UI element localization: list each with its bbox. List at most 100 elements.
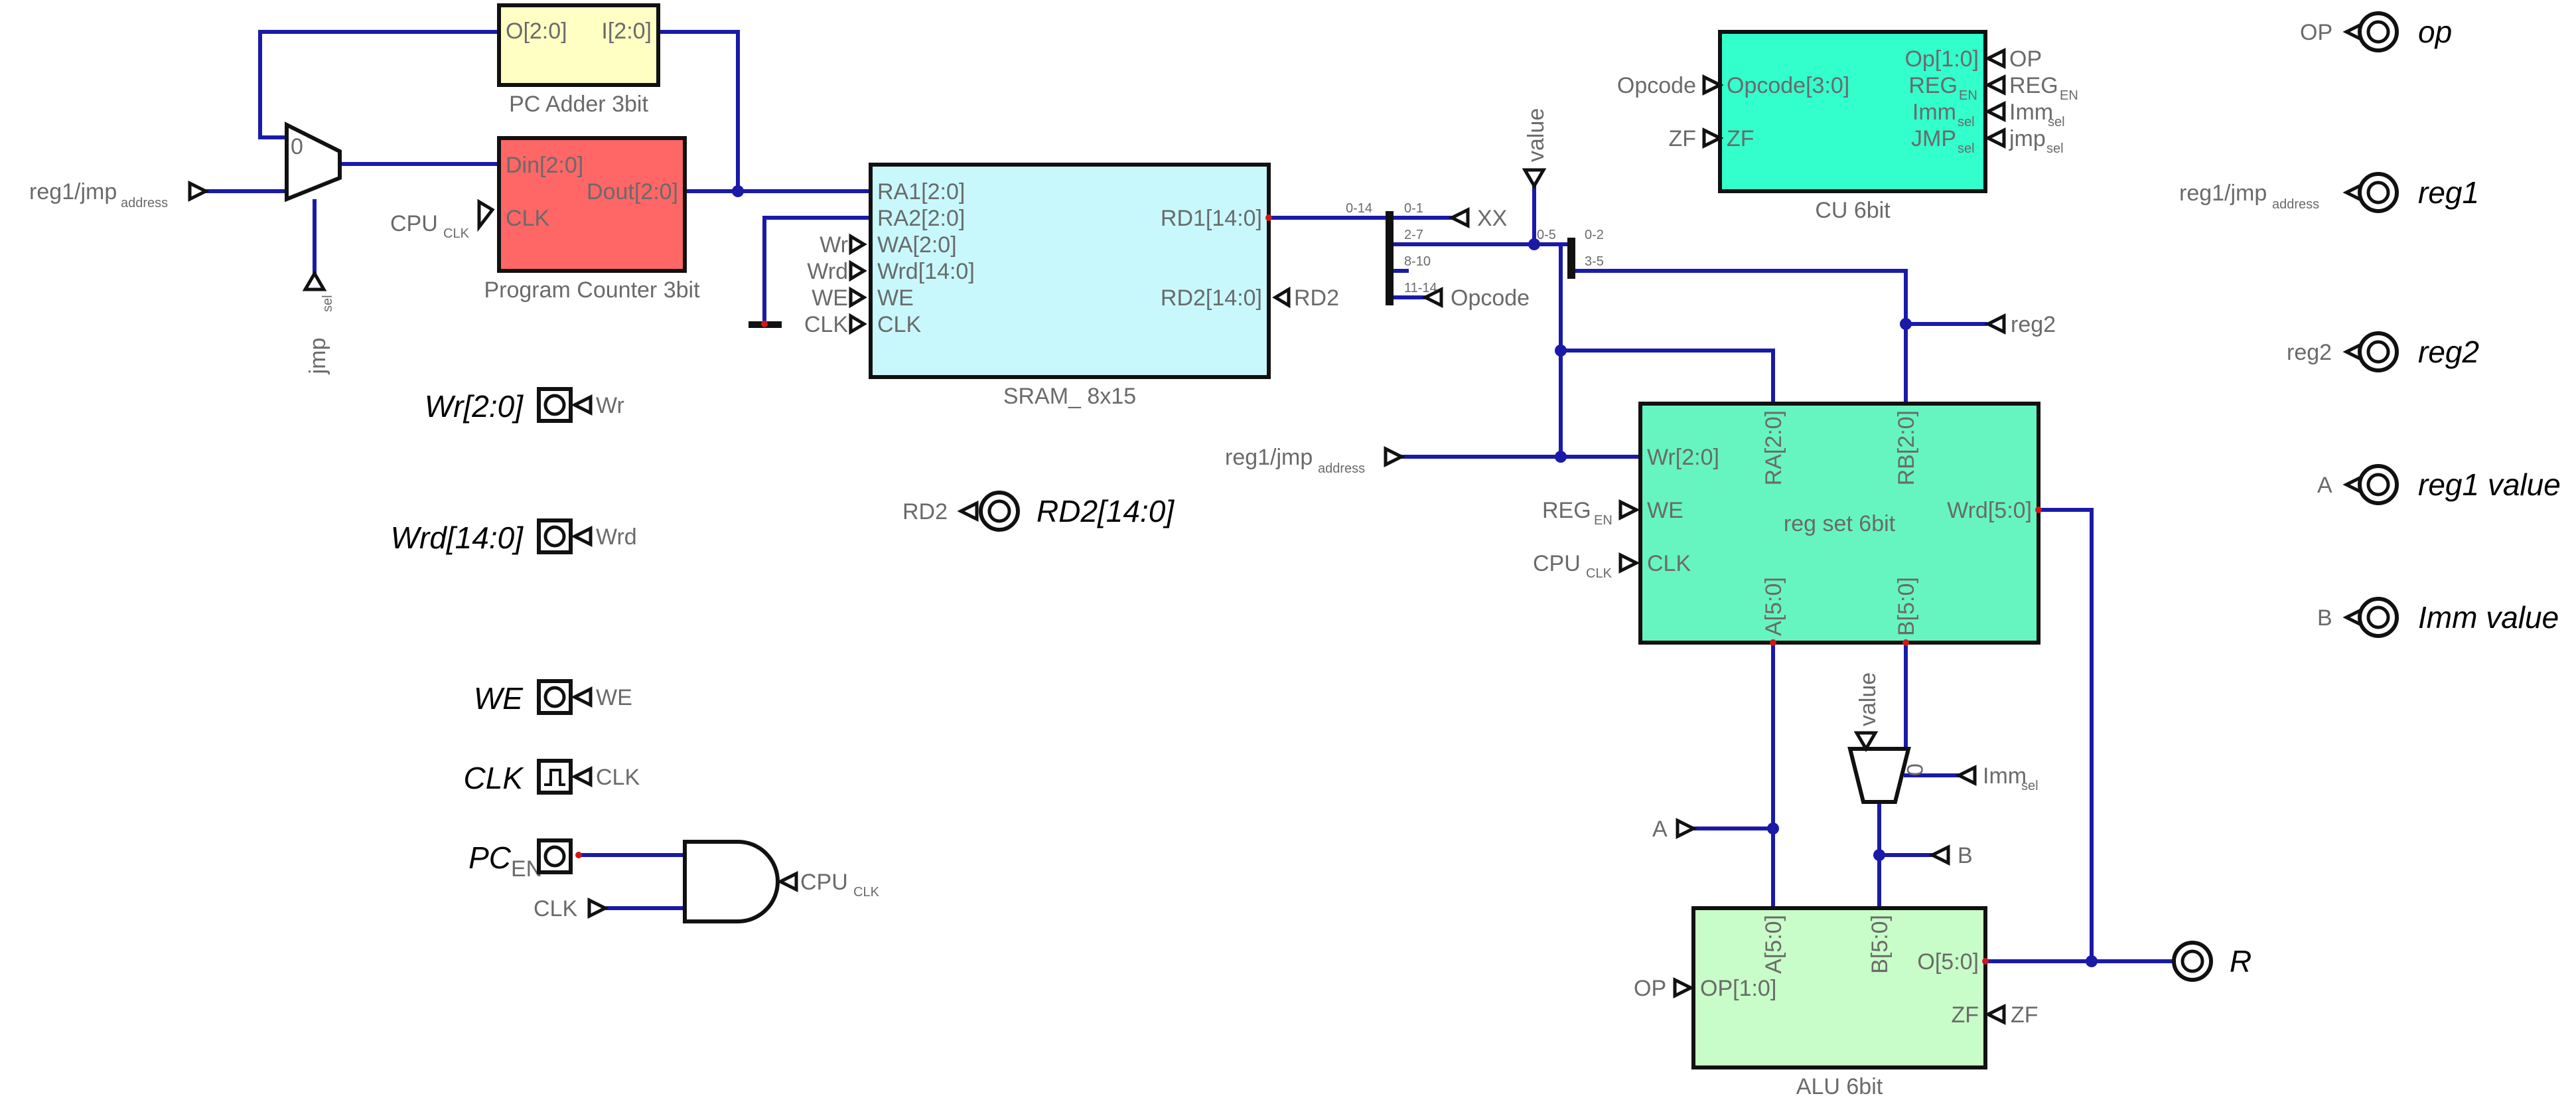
cu-zf-tunnel: ZF — [1668, 126, 1696, 151]
input-wrd-label: Wrd[14:0] — [391, 520, 524, 555]
input-we-label: WE — [474, 681, 524, 716]
sram-we-tunnel: WE — [812, 285, 848, 311]
jmp-sel-tunnel: jmp — [305, 338, 330, 375]
reg-pin-ra: RA[2:0] — [1761, 410, 1786, 485]
cu-imm-tunnel: Imm — [2009, 100, 2053, 125]
sram-pin-clk: CLK — [877, 312, 921, 337]
input-wrd[interactable]: Wrd[14:0] Wrd — [391, 518, 637, 555]
reg-label: reg set 6bit — [1784, 511, 1896, 536]
reg-we-tunnel-sub: EN — [1594, 513, 1612, 528]
jmp-sel-tunnel-sub: sel — [321, 295, 335, 312]
and-out-tunnel-sub: CLK — [853, 885, 880, 900]
output-r[interactable]: R — [2172, 941, 2252, 982]
input-wr[interactable]: Wr[2:0] Wr — [425, 387, 624, 424]
cu-opcode-tunnel: Opcode — [1617, 73, 1696, 98]
output-reg2[interactable]: reg2 reg2 — [2287, 331, 2479, 372]
output-reg1[interactable]: reg1/jmp address reg1 — [2179, 172, 2479, 213]
cu-reg-tunnel-sub: EN — [2060, 88, 2078, 103]
output-imm-value[interactable]: B Imm value — [2317, 597, 2559, 638]
splitter-reg: 0-5 0-2 3-5 — [1537, 228, 1604, 279]
input-wr-label: Wr[2:0] — [425, 389, 524, 424]
output-reg1-value[interactable]: A reg1 value — [2317, 464, 2561, 505]
reg-pin-clk: CLK — [1647, 551, 1691, 576]
cu-reg-tunnel: REG — [2009, 73, 2058, 98]
split-label-a: 0-14 — [1346, 201, 1372, 216]
output-reg2-label: reg2 — [2418, 335, 2479, 369]
split-label-e: 11-14 — [1404, 281, 1437, 295]
xx-tunnel: XX — [1477, 206, 1507, 231]
a-tunnel: A — [1652, 817, 1668, 842]
alu-mux[interactable]: 0 value Imm sel — [1847, 672, 2039, 804]
input-pc-en-label: PC — [468, 840, 512, 875]
cu-label: CU 6bit — [1815, 198, 1891, 223]
alu-mux-value-tunnel: value — [1855, 672, 1881, 726]
output-imm-value-label: Imm value — [2418, 600, 2559, 635]
cu-pin-reg-sub: EN — [1959, 88, 1977, 103]
sram-wrd-tunnel: Wrd — [807, 259, 848, 284]
reg-clk-tunnel: CPU — [1533, 551, 1581, 576]
output-reg1-tunnel-sub: address — [2272, 197, 2319, 212]
reg-set-component[interactable]: Wr[2:0] WE CLK RA[2:0] RB[2:0] A[5:0] B[… — [1533, 402, 2042, 646]
pc-reg1jmp-tunnel-sub: address — [121, 196, 168, 210]
pc-pin-dout: Dout[2:0] — [587, 179, 678, 204]
input-we[interactable]: WE WE — [474, 679, 632, 716]
output-reg1-value-label: reg1 value — [2418, 467, 2561, 502]
cu-pin-imm: Imm — [1912, 100, 1956, 125]
reg-pin-wrd: Wrd[5:0] — [1947, 498, 2032, 523]
pc-adder-label: PC Adder 3bit — [509, 92, 648, 117]
pc-reg1jmp-tunnel: reg1/jmp — [29, 179, 117, 204]
split-label-f: 0-5 — [1537, 228, 1556, 242]
input-we-tunnel: WE — [596, 685, 632, 710]
cu-op-tunnel: OP — [2009, 46, 2042, 72]
b-tunnel: B — [1958, 843, 1973, 868]
sram-pin-rd1: RD1[14:0] — [1161, 206, 1262, 231]
output-reg1-label: reg1 — [2418, 175, 2479, 210]
pc-adder-component[interactable]: O[2:0] I[2:0] PC Adder 3bit — [497, 3, 660, 117]
pc-pin-clk: CLK — [506, 206, 549, 231]
input-pc-en[interactable]: PC EN — [468, 838, 582, 882]
sram-pin-ra1: RA1[2:0] — [877, 179, 965, 204]
split-label-g: 0-2 — [1585, 228, 1604, 242]
alu-component[interactable]: A[5:0] B[5:0] OP[1:0] O[5:0] ZF ALU 6bit… — [1634, 906, 2039, 1099]
reg-we-tunnel: REG — [1542, 498, 1591, 523]
sram-pin-wrd: Wrd[14:0] — [877, 259, 975, 284]
input-clk-label: CLK — [464, 761, 525, 795]
sram-pin-we: WE — [877, 285, 914, 311]
and-gate[interactable]: CPU CLK — [683, 840, 880, 923]
input-wr-tunnel: Wr — [596, 393, 624, 418]
output-op-tunnel: OP — [2300, 20, 2332, 45]
pc-adder-pin-o: O[2:0] — [506, 19, 567, 44]
sram-label: SRAM_ 8x15 — [1003, 384, 1136, 409]
alu-pin-o: O[5:0] — [1917, 949, 1979, 975]
pc-pin-din: Din[2:0] — [506, 153, 583, 178]
alu-mux-imm-tunnel-sub: sel — [2021, 779, 2039, 793]
sram-pin-rd2: RD2[14:0] — [1161, 285, 1262, 311]
opcode-tunnel: Opcode — [1451, 285, 1530, 311]
pc-cpuclk-tunnel: CPU — [390, 211, 438, 236]
split-label-c: 2-7 — [1404, 228, 1423, 242]
regset-reg1jmp-tunnel: reg1/jmp — [1225, 445, 1313, 470]
cu-component[interactable]: Opcode[3:0] ZF Op[1:0] REG EN Imm sel JM… — [1617, 30, 2078, 223]
and-clk-tunnel: CLK — [534, 896, 577, 921]
split-label-b: 0-1 — [1404, 201, 1423, 216]
output-rd2[interactable]: RD2 RD2[14:0] — [902, 491, 1175, 532]
alu-op-tunnel: OP — [1634, 976, 1666, 1001]
cu-jmp-tunnel-sub: sel — [2046, 141, 2064, 156]
alu-pin-b: B[5:0] — [1867, 915, 1893, 974]
value-tunnel: value — [1524, 108, 1549, 162]
output-imm-value-tunnel: B — [2317, 605, 2332, 631]
cu-pin-jmp-sub: sel — [1958, 141, 1975, 156]
output-op[interactable]: OP op — [2300, 11, 2452, 52]
split-label-d: 8-10 — [1404, 254, 1431, 269]
reg-pin-a: A[5:0] — [1761, 577, 1786, 636]
program-counter-component[interactable]: Din[2:0] Dout[2:0] CLK Program Counter 3… — [477, 136, 700, 303]
sram-wr-tunnel: Wr — [820, 232, 848, 258]
input-clk[interactable]: CLK CLK — [464, 759, 640, 795]
sram-component[interactable]: RA1[2:0] RA2[2:0] WA[2:0] Wrd[14:0] WE C… — [804, 163, 1339, 409]
pc-mux-zero-label: 0 — [291, 134, 303, 159]
pc-mux[interactable]: 0 — [285, 121, 342, 202]
output-r-label: R — [2230, 944, 2252, 979]
input-wrd-tunnel: Wrd — [596, 524, 637, 550]
reg-pin-rb: RB[2:0] — [1894, 410, 1919, 485]
pc-adder-pin-i: I[2:0] — [601, 19, 652, 44]
